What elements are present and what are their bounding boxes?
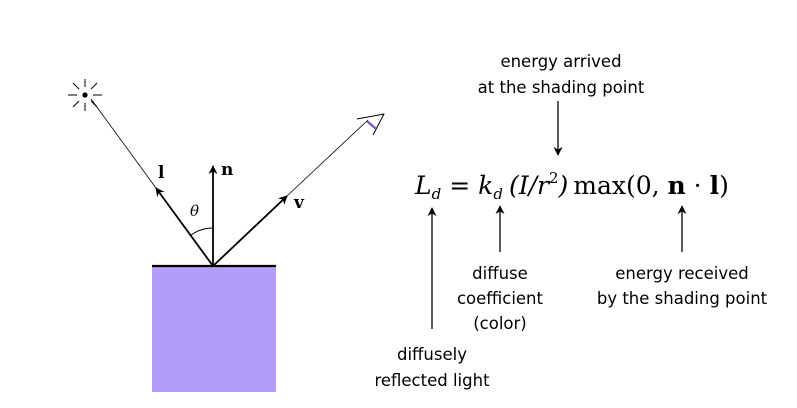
annotation-diffuse-coefficient-line-3: (color) — [473, 314, 527, 333]
rendering-equation: Ld=kd(I/r2)max(0, n · l) — [414, 169, 729, 203]
shading-surface — [152, 266, 276, 392]
light-direction-vector — [155, 187, 214, 267]
eq-energy-term-open: (I/r — [509, 171, 551, 200]
annotation-energy-received-line-2: by the shading point — [597, 289, 768, 308]
annotation-diffusely-reflected-line-1: diffusely — [397, 345, 467, 364]
annotation-energy-arrived-line-2: at the shading point — [478, 78, 645, 97]
annotation-energy-received-line-1: energy received — [615, 264, 749, 283]
view-ray — [286, 119, 369, 197]
annotation-diffuse-coefficient-line-2: coefficient — [457, 289, 544, 308]
annotation-diffuse-coefficient-line-1: diffuse — [472, 264, 528, 283]
normal-vector-label: n — [221, 160, 233, 180]
eye-icon — [356, 113, 385, 136]
eq-max-light: l — [710, 171, 720, 200]
eq-equals: = — [449, 171, 470, 200]
annotation-diffusely-reflected-line-2: reflected light — [374, 371, 490, 390]
eq-energy-term-close: ) — [558, 171, 569, 200]
eq-max-normal: n — [668, 171, 686, 200]
annotation-energy-arrived-line-1: energy arrived — [500, 52, 621, 71]
eq-energy-exponent: 2 — [549, 169, 559, 187]
eq-lhs-symbol: L — [414, 171, 432, 200]
view-direction-vector — [212, 195, 288, 267]
eq-max-close: ) — [719, 171, 729, 200]
light-source-icon — [68, 79, 102, 111]
angle-label: θ — [190, 202, 199, 220]
light-vector-label: l — [158, 163, 165, 183]
eq-max-open: max(0, — [573, 171, 667, 200]
angle-arc — [190, 227, 214, 236]
eq-lhs-subscript: d — [432, 185, 442, 203]
eq-max-dot: · — [686, 171, 710, 200]
eq-coef-subscript: d — [493, 185, 503, 203]
view-vector-label: v — [293, 193, 305, 213]
eq-coef-symbol: k — [478, 171, 493, 200]
